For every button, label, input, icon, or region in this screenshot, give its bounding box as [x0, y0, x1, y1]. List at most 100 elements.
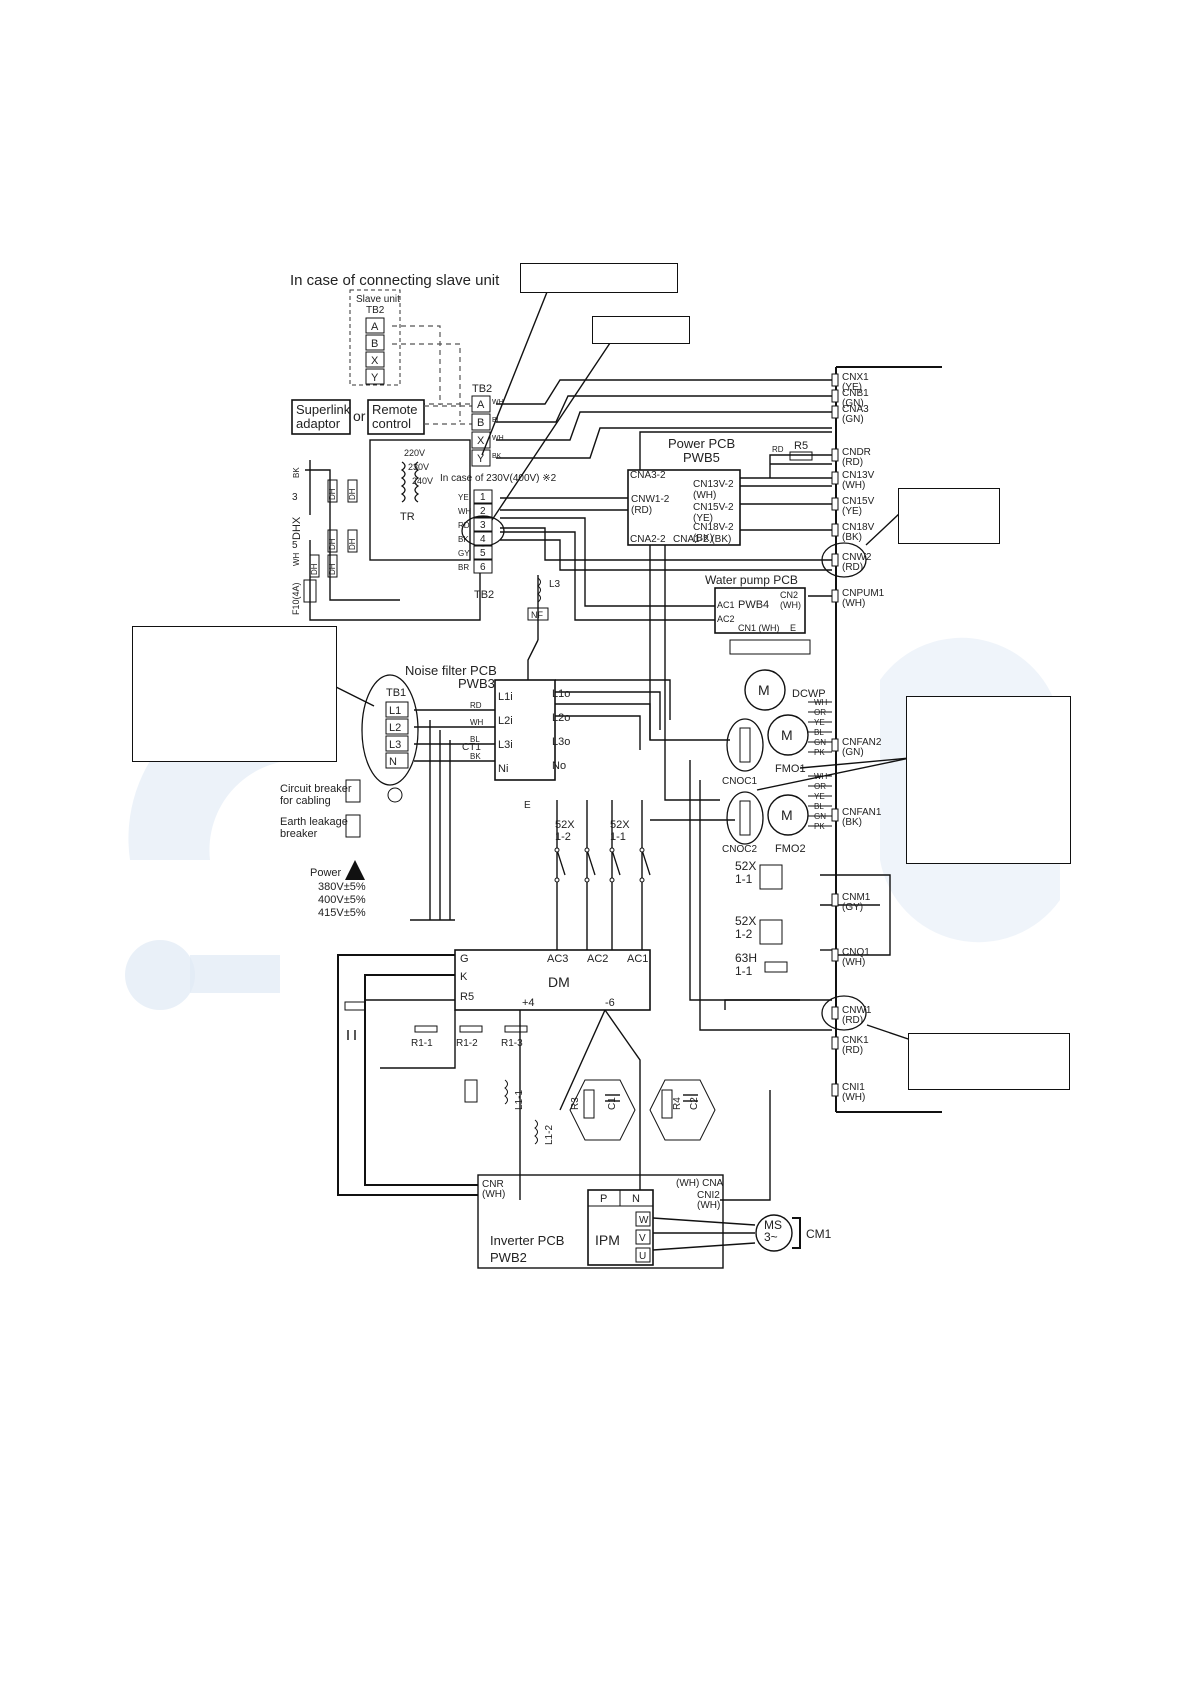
water-cn1: CN1 (WH): [738, 623, 780, 633]
nf-output-label: No: [552, 760, 566, 772]
ipm-p: P: [600, 1193, 607, 1205]
tb2-power-wire-color: GY: [458, 549, 470, 558]
heater-element: [327, 554, 338, 578]
heater-element: [327, 479, 338, 503]
tb2-power-wire-color: WH: [458, 507, 472, 516]
right-connectors: CNX1(YE)CNB1(GN)CNA3(GN)CNDR(RD)CN13V(WH…: [831, 372, 885, 1103]
connector-cnfan1: CNFAN1: [842, 807, 882, 818]
dm-pin-label: AC2: [587, 953, 608, 965]
contact-switch: [586, 849, 596, 876]
cnw1-2-label: CNW1-2(RD): [631, 494, 670, 516]
power-pcb: Power PCB PWB5 CNA3-2 CNW1-2(RD) CN13V-2…: [627, 436, 813, 546]
tb2-terminal: [471, 413, 491, 431]
ipm-phase-terminal: [635, 1229, 651, 1245]
connector-cn13v: CN13V: [842, 470, 875, 481]
contact-terminal: [609, 877, 615, 883]
connector-cnfan2: CNFAN2: [842, 737, 882, 748]
slave-terminal: [365, 317, 385, 334]
cn13v-2-label: CN13V-2(WH): [693, 479, 734, 501]
contact-terminal: [639, 847, 645, 853]
contact-switch: [641, 849, 651, 876]
slave-terminal: [365, 334, 385, 351]
r5-wire: RD: [772, 445, 784, 454]
tb2-terminal-label: X: [477, 435, 485, 447]
contact-terminal: [584, 847, 590, 853]
connector-pin: [831, 1083, 839, 1097]
connector-pin: [831, 448, 839, 462]
c2-label: C2: [689, 1097, 700, 1110]
tb2-power-terminal: [473, 531, 493, 546]
heater-element: [347, 529, 358, 553]
connector-cnk1: CNK1: [842, 1035, 869, 1046]
connector-color: (BK): [842, 532, 862, 543]
tb1-terminal-label: L1: [389, 705, 401, 717]
nf-output-label: L1o: [552, 688, 570, 700]
connector-color: (YE): [842, 506, 862, 517]
transformer-tap: 240V: [412, 476, 433, 486]
ipm-phase-label: V: [639, 1233, 646, 1244]
connector-color: (WH): [842, 957, 865, 968]
cm1-label: CM1: [806, 1227, 832, 1241]
connector-pin: [831, 523, 839, 537]
l3-label: L3: [549, 579, 561, 590]
cni2-label: CNI2(WH): [697, 1190, 720, 1211]
connector-cnx1: CNX1: [842, 372, 869, 383]
dm-resistor: [504, 1025, 528, 1033]
power-volt-3: 415V±5%: [318, 907, 366, 919]
water-ac2: AC2: [717, 614, 735, 624]
noise-filter-id: PWB3: [458, 676, 495, 691]
tb1-terminal: [385, 735, 409, 752]
tb2-power-terminal-label: 4: [480, 534, 486, 545]
main-wiring: [305, 366, 942, 1201]
connector-pin: [831, 948, 839, 962]
connector-cnw1: CNW1: [842, 1005, 872, 1016]
dhx-pin-5: 5: [292, 540, 298, 551]
slave-title: Slave unit: [356, 294, 400, 305]
tb2-terminal: [471, 395, 491, 413]
heater-label: DH: [328, 488, 337, 500]
power-label: Power: [310, 867, 342, 879]
dm-pin-label: R5: [460, 991, 474, 1003]
connector-pin: [831, 1006, 839, 1020]
tb2-power-wire-color: YE: [458, 493, 469, 502]
nf-input-label: L2i: [498, 715, 513, 727]
connector-pin: [831, 1036, 839, 1050]
connector-color: (BK): [842, 817, 862, 828]
tb2-power-terminal: [473, 559, 493, 574]
callout-box-1: [520, 263, 678, 293]
slave-terminal-label: B: [371, 338, 378, 350]
ipm-phase-terminal: [635, 1247, 651, 1263]
tb1-terminal: [385, 752, 409, 769]
water-cn2: CN2(WH): [780, 590, 801, 610]
tb2-power-terminal-label: 6: [480, 562, 486, 573]
fan-motors: M FMO1 CNOC1 M FMO2 CNOC2 WHORYEBLGNPKWH…: [722, 698, 832, 855]
slave-terminal-label: A: [371, 321, 379, 333]
ipm-phase-label: W: [639, 1215, 649, 1226]
connector-pin: [831, 893, 839, 907]
slave-terminal: [365, 368, 385, 385]
connector-cndr: CNDR: [842, 447, 871, 458]
tb1-wire-color: RD: [470, 701, 482, 710]
cn15v-2-label: CN15V-2(YE): [693, 502, 734, 524]
heater-label: DH: [348, 538, 357, 550]
tb2-power-terminal: [473, 489, 493, 504]
tb1-terminal-label: L3: [389, 739, 401, 751]
reactor-l1-1: L1-1: [514, 1090, 525, 1110]
dm-resistor-label: R1-3: [501, 1038, 523, 1049]
water-pcb-title: Water pump PCB: [705, 573, 798, 587]
callout-box-2: [592, 316, 690, 344]
ipm-label: IPM: [595, 1232, 620, 1248]
tb1-label: TB1: [386, 687, 406, 699]
tb2-power-terminal-label: 1: [480, 492, 486, 503]
dm-pin-label: AC1: [627, 953, 648, 965]
capacitor-bank: R3 C1 R4 C2 L1-1 L1-2: [344, 1001, 716, 1145]
connector-cn15v: CN15V: [842, 496, 875, 507]
heater-label: DH: [328, 563, 337, 575]
tb1-terminal: [385, 718, 409, 735]
